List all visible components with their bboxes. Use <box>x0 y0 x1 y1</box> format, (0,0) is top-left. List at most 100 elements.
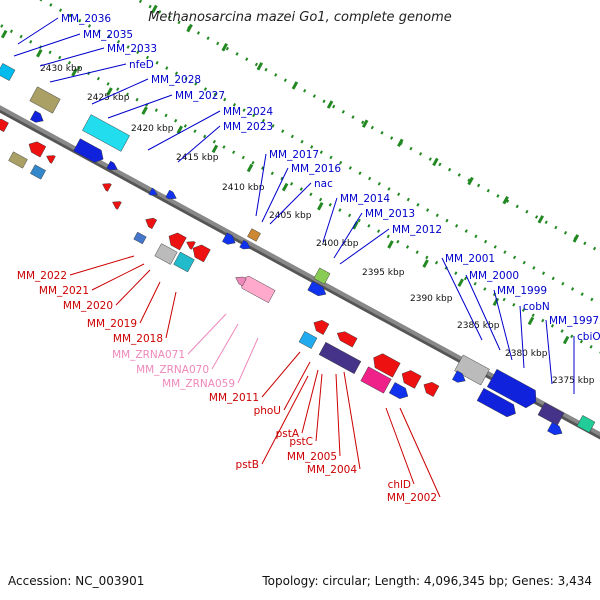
tick-mark <box>211 144 219 154</box>
feature-block <box>313 320 330 335</box>
forward-gene-label-leader <box>147 110 221 151</box>
feature-block-shape <box>0 63 16 81</box>
feature-block <box>388 382 409 399</box>
reverse-gene-label-leader <box>399 407 441 498</box>
forward-gene-label-leader <box>333 212 363 259</box>
reverse-gene-label: pstA <box>276 428 300 440</box>
tick-mark <box>397 138 404 148</box>
accession-text: Accession: NC_003901 <box>8 574 145 588</box>
feature-block-shape <box>30 110 44 123</box>
tick-label: 2410 kbp <box>222 183 265 193</box>
feature-block <box>106 160 118 171</box>
feature-block-shape <box>106 160 118 171</box>
feature-block-shape <box>307 281 327 297</box>
tick-mark <box>422 259 429 268</box>
feature-block-shape <box>102 183 112 192</box>
feature-block <box>423 382 440 397</box>
feature-block-shape <box>388 382 409 399</box>
reverse-gene-label: chlD <box>388 479 411 491</box>
feature-block <box>247 228 261 242</box>
forward-gene-label-leader <box>519 305 525 369</box>
feature-block <box>28 141 47 158</box>
dotted-guide-outer <box>134 0 600 254</box>
tick-mark <box>317 201 324 211</box>
forward-gene-label: MM_2035 <box>83 29 133 41</box>
tick-label: 2390 kbp <box>410 294 453 304</box>
feature-block <box>486 368 537 409</box>
forward-gene-label-leader <box>255 153 267 217</box>
reverse-gene-label: MM_2020 <box>63 300 113 312</box>
feature-block-shape <box>360 366 392 394</box>
forward-gene-label: cbiO <box>577 331 600 343</box>
reverse-gene-label: MM_2011 <box>209 392 259 404</box>
tick-mark <box>291 81 299 90</box>
feature-block-shape <box>222 232 236 245</box>
tick-mark <box>106 87 113 96</box>
tick-mark <box>432 157 439 167</box>
feature-block <box>0 63 16 81</box>
feature-block-shape <box>154 243 178 265</box>
feature-block <box>547 421 563 436</box>
tick-label: 2415 kbp <box>176 153 219 163</box>
tick-mark <box>176 125 184 134</box>
reverse-gene-label-leader <box>91 263 145 291</box>
forward-gene-label-leader <box>322 197 338 243</box>
tick-label: 2380 kbp <box>505 349 548 359</box>
feature-block-shape <box>401 370 422 389</box>
reverse-gene-label-leader <box>283 361 311 411</box>
forward-gene-label: MM_2033 <box>107 43 157 55</box>
tick-mark <box>256 62 264 71</box>
tick-mark <box>361 119 369 128</box>
forward-gene-label-leader <box>261 167 289 223</box>
feature-block <box>239 239 251 250</box>
reverse-gene-label-leader <box>261 351 301 398</box>
feature-block <box>112 201 122 210</box>
reverse-gene-label-leader <box>385 407 415 485</box>
feature-block-shape <box>30 164 46 180</box>
tick-mark <box>36 49 43 58</box>
forward-gene-label: MM_2036 <box>61 13 111 25</box>
forward-gene-label-leader <box>39 47 105 67</box>
feature-block-shape <box>313 267 331 285</box>
forward-gene-label-leader <box>13 33 81 57</box>
feature-block <box>82 114 130 152</box>
forward-gene-label: MM_2012 <box>392 224 442 236</box>
reverse-gene-label: MM_2005 <box>287 451 337 463</box>
tick-mark <box>352 221 359 230</box>
feature-block <box>102 183 112 192</box>
reverse-gene-label: MM_2022 <box>17 270 67 282</box>
feature-block-shape <box>46 155 56 164</box>
forward-gene-label: MM_2000 <box>469 270 519 282</box>
forward-gene-label-leader <box>17 17 59 45</box>
feature-block <box>154 243 178 265</box>
tick-mark <box>221 42 228 52</box>
feature-block <box>46 155 56 164</box>
feature-block <box>476 388 516 418</box>
reverse-gene-label-leader <box>139 281 161 324</box>
feature-block-shape <box>373 353 401 378</box>
forward-gene-label: MM_2014 <box>340 193 390 205</box>
tick-mark <box>527 316 535 326</box>
forward-gene-label: MM_2024 <box>223 106 273 118</box>
rna-gene-label: MM_ZRNA070 <box>136 364 209 376</box>
feature-block-shape <box>423 382 440 397</box>
feature-block-shape <box>82 114 130 152</box>
feature-block-shape <box>452 370 466 383</box>
tick-mark <box>151 4 158 14</box>
feature-block <box>0 118 9 133</box>
tick-mark <box>562 335 570 345</box>
reverse-gene-label-leader <box>335 373 341 457</box>
tick-mark <box>281 182 289 192</box>
reverse-gene-label: MM_2002 <box>387 492 437 504</box>
forward-gene-label-leader <box>545 319 553 385</box>
feature-block <box>30 110 44 123</box>
tick-label: 2425 kbp <box>87 93 130 103</box>
map-title: Methanosarcina mazei Go1, complete genom… <box>148 10 452 25</box>
feature-block <box>73 138 104 163</box>
forward-gene-label-leader <box>493 289 513 361</box>
feature-block-shape <box>0 118 9 133</box>
feature-block-shape <box>336 331 358 348</box>
feature-block-shape <box>133 231 147 245</box>
feature-block-shape <box>247 228 261 242</box>
feature-block <box>537 402 565 426</box>
